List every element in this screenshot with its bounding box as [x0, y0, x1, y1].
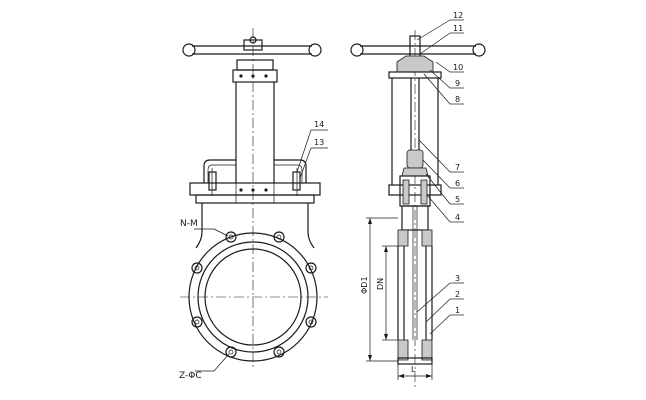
callout-10: 10: [453, 63, 463, 72]
side-stem: [388, 35, 442, 207]
front-yoke: [203, 59, 307, 196]
callout-7: 7: [455, 163, 460, 172]
front-body: [180, 203, 328, 362]
side-handwheel: [350, 30, 486, 390]
callout-5: 5: [455, 195, 460, 204]
side-leaders: [416, 19, 464, 335]
label-n-m: N-M: [180, 219, 198, 229]
callout-2: 2: [455, 290, 460, 299]
front-view: N-M Z-ΦC 14 13: [179, 28, 328, 381]
label-z-phic: Z-ΦC: [179, 371, 202, 381]
callout-3: 3: [455, 274, 460, 283]
callout-1: 1: [455, 306, 460, 315]
side-dimensions: [366, 217, 433, 380]
callout-6: 6: [455, 179, 460, 188]
dim-dn: DN: [376, 278, 385, 290]
front-leaders: [194, 129, 328, 372]
callout-13: 13: [314, 138, 324, 147]
callout-14: 14: [314, 120, 324, 129]
side-view: ΦD1 DN L 12 11 10 9 8 7 6 5 4 3 2 1: [350, 11, 486, 390]
dim-d1: ΦD1: [360, 276, 369, 294]
callout-8: 8: [455, 95, 460, 104]
callout-4: 4: [455, 213, 460, 222]
callout-9: 9: [455, 79, 460, 88]
callout-12: 12: [453, 11, 463, 20]
front-top-plate: [189, 182, 321, 204]
dim-l: L: [411, 365, 416, 374]
callout-11: 11: [453, 24, 463, 33]
front-handwheel: [182, 28, 322, 370]
